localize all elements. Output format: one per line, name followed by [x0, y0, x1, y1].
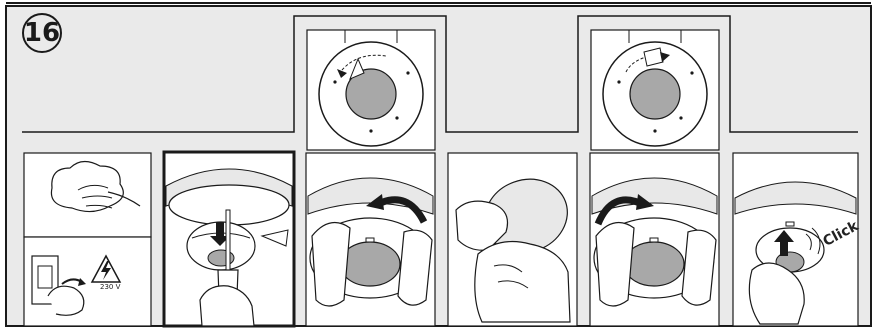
left-hand	[312, 223, 350, 306]
panel-power-off	[24, 237, 151, 326]
top-panel-lock	[591, 30, 719, 150]
top-panel-unlock	[307, 30, 435, 150]
detector-center-top-2	[630, 69, 680, 119]
panel-turn-cw	[590, 153, 719, 326]
step-number-badge: 16	[22, 13, 62, 53]
right-hand	[398, 230, 432, 305]
voltage-label: 230 V	[100, 283, 120, 291]
left-hand	[596, 223, 634, 306]
detector-center	[624, 242, 684, 286]
panel-screwdriver	[164, 152, 294, 326]
detector-center	[340, 242, 400, 286]
panel-remove-cover	[448, 153, 578, 326]
panel-turn-ccw	[306, 153, 435, 326]
right-hand	[682, 230, 716, 305]
panel-wipe	[24, 153, 151, 237]
screwdriver-shaft	[226, 210, 230, 270]
